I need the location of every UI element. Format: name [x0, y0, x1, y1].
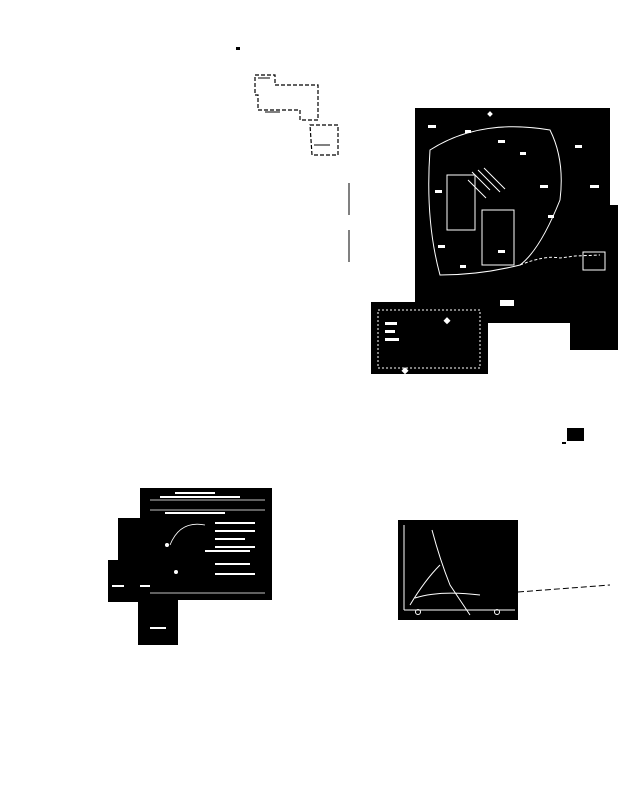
site-plan-extension	[600, 205, 618, 345]
site-plan-lower-right	[570, 320, 618, 350]
scale-tick	[562, 442, 566, 444]
north-arrow-icon	[567, 428, 584, 441]
detail-panel-bottom	[138, 600, 178, 645]
corner-mark	[236, 47, 240, 50]
profile-extension	[517, 584, 611, 593]
profile-panel	[398, 520, 518, 620]
footprint-hatching	[258, 77, 330, 146]
detail-panel-left-low	[108, 560, 178, 602]
footprint-outline	[254, 74, 339, 156]
detail-panel-left-step	[118, 518, 148, 563]
site-plan-panel	[415, 108, 610, 323]
site-plan-inset	[371, 302, 488, 374]
